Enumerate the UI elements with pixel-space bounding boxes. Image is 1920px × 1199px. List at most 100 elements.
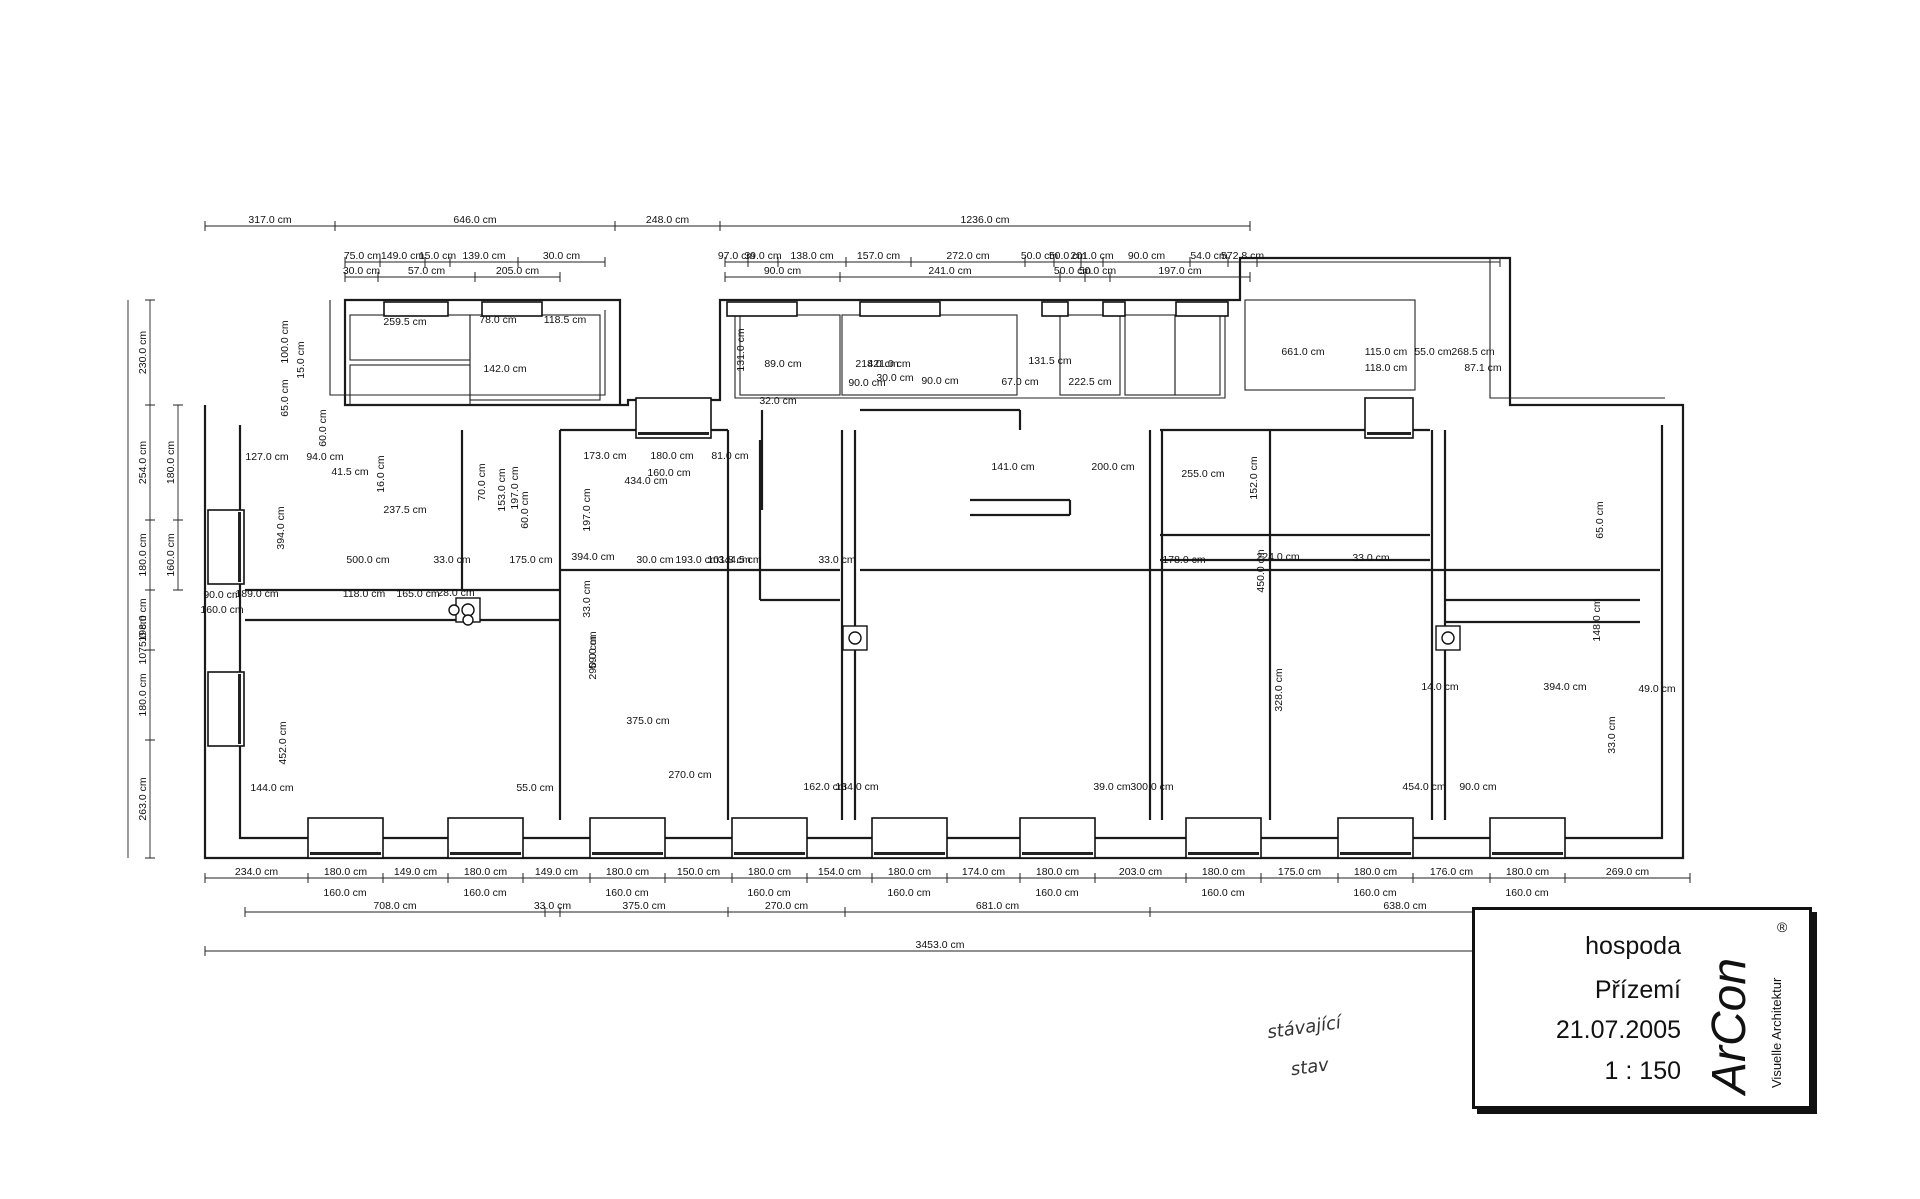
interior-dimension-label: 175.0 cm: [509, 554, 552, 566]
dim-bottom-row1-label: 180.0 cm: [464, 866, 507, 878]
interior-dimension-label: 160.0 cm: [647, 467, 690, 479]
dim-bottom-row2-label: 160.0 cm: [1201, 887, 1244, 899]
dim-bottom-row1-label: 174.0 cm: [962, 866, 1005, 878]
window-sill: [1340, 852, 1411, 855]
window-sill: [638, 432, 709, 435]
project-name: hospoda: [1585, 932, 1681, 960]
dim-left-outer-label: 254.0 cm: [137, 441, 149, 484]
interior-dimension-label: 81.0 cm: [711, 450, 749, 462]
interior-dimension-label: 89.0 cm: [764, 358, 802, 370]
dim-top-row2-right-label: 157.0 cm: [857, 250, 900, 262]
interior-dimension-label: 59.0 cm: [587, 631, 599, 669]
interior-dimension-label: 30.0 cm: [636, 554, 674, 566]
dim-bottom-row1-label: 180.0 cm: [606, 866, 649, 878]
interior-dimension-label: 434.0 cm: [624, 475, 667, 487]
dim-top-row2-right-label: 97.0 cm: [718, 250, 756, 262]
interior-dimension-label: 268.5 cm: [1451, 346, 1494, 358]
window: [1041, 301, 1069, 317]
dim-left-outer-label: 180.0 cm: [137, 533, 149, 576]
dim-top-overall-label: 646.0 cm: [453, 214, 496, 226]
arcon-logo: ArCon Visuelle Architektur ®: [1703, 919, 1788, 1096]
interior-dimension-label: 141.0 cm: [991, 461, 1034, 473]
dim-bottom-row2-label: 160.0 cm: [323, 887, 366, 899]
interior-dimension-label: 33.0 cm: [581, 580, 593, 618]
small-room: [1244, 299, 1416, 391]
small-room: [739, 314, 841, 396]
dim-top-row3-left-label: 30.0 cm: [343, 265, 381, 277]
dim-top-row2-left-label: 139.0 cm: [462, 250, 505, 262]
interior-dimension-label: 153.0 cm: [496, 468, 508, 511]
window: [447, 817, 524, 859]
window: [1337, 817, 1414, 859]
window-sill: [1367, 432, 1411, 435]
interior-dimension-label: 142.0 cm: [483, 363, 526, 375]
interior-dimension-label: 60.0 cm: [519, 491, 531, 529]
dim-top-row2-right-label: 54.0 cm: [1190, 250, 1228, 262]
dim-bottom-row1-label: 149.0 cm: [535, 866, 578, 878]
column-core: [461, 603, 475, 617]
dim-top-row3-right-label: 241.0 cm: [928, 265, 971, 277]
dim-bottom-row3-label: 681.0 cm: [976, 900, 1019, 912]
window: [1489, 817, 1566, 859]
title-block: hospoda Přízemí 21.07.2005 1 : 150 ArCon…: [1472, 907, 1812, 1109]
handwritten-note: stávající stav: [1265, 1003, 1349, 1093]
interior-dimension-label: 16.0 cm: [375, 455, 387, 493]
window-sill: [592, 852, 663, 855]
window-sill: [450, 852, 521, 855]
dim-top-overall-label: 317.0 cm: [248, 214, 291, 226]
dim-bottom-row1-label: 180.0 cm: [748, 866, 791, 878]
interior-dimension-label: 131.5 cm: [1028, 355, 1071, 367]
interior-dimension-label: 144.0 cm: [250, 782, 293, 794]
interior-dimension-label: 200.0 cm: [1091, 461, 1134, 473]
window-sill: [1188, 852, 1259, 855]
dim-bottom-row1-label: 176.0 cm: [1430, 866, 1473, 878]
interior-dimension-label: 394.0 cm: [571, 551, 614, 563]
window: [1175, 301, 1229, 317]
dim-top-row2-right-label: 50.0 cm: [1021, 250, 1059, 262]
interior-dimension-label: 90.0 cm: [921, 375, 959, 387]
dim-top-row2-left-label: 75.0 cm: [344, 250, 382, 262]
window-sill: [734, 852, 805, 855]
dim-top-row3-right-label: 90.0 cm: [764, 265, 802, 277]
interior-dimension-label: 394.0 cm: [275, 506, 287, 549]
interior-dimension-label: 33.0 cm: [433, 554, 471, 566]
dim-bottom-row2-label: 160.0 cm: [887, 887, 930, 899]
window-sill: [1492, 852, 1563, 855]
dim-top-row2-right-label: 272.0 cm: [946, 250, 989, 262]
interior-dimension-label: 394.0 cm: [1543, 681, 1586, 693]
interior-dimension-label: 328.0 cm: [1273, 668, 1285, 711]
interior-dimension-label: 33.0 cm: [1606, 716, 1618, 754]
dim-top-row2-right-label: 201.0 cm: [1070, 250, 1113, 262]
interior-dimension-label: 101.8 cm: [707, 554, 750, 566]
dim-bottom-row1-label: 149.0 cm: [394, 866, 437, 878]
window-sill: [238, 674, 241, 744]
interior-dimension-label: 32.0 cm: [759, 395, 797, 407]
interior-dimension-label: 131.0 cm: [735, 328, 747, 371]
interior-dimension-label: 39.0 cm: [1093, 781, 1131, 793]
dim-bottom-row3-label: 375.0 cm: [622, 900, 665, 912]
interior-dimension-label: 218.0 cm: [855, 358, 898, 370]
interior-dimension-label: 55.0 cm: [1414, 346, 1452, 358]
interior-dimension-label: 118.5 cm: [544, 314, 587, 326]
interior-dimension-label: 55.0 cm: [516, 782, 554, 794]
dim-left-inner-label: 160.0 cm: [200, 604, 243, 616]
dim-bottom-row2-label: 160.0 cm: [605, 887, 648, 899]
dim-top-row2-left-label: 30.0 cm: [543, 250, 581, 262]
dim-bottom-row2-label: 160.0 cm: [463, 887, 506, 899]
interior-dimension-label: 270.0 cm: [668, 769, 711, 781]
walls: [203, 256, 1685, 860]
dim-top-row2-right-label: 138.0 cm: [790, 250, 833, 262]
dim-top-row3-right-label: 197.0 cm: [1158, 265, 1201, 277]
interior-dimension-label: 180.0 cm: [650, 450, 693, 462]
dim-bottom-row1-label: 269.0 cm: [1606, 866, 1649, 878]
interior-dimension-label: 452.0 cm: [277, 721, 289, 764]
interior-dimension-label: 661.0 cm: [1281, 346, 1324, 358]
interior-dimension-label: 450.0 cm: [1255, 549, 1267, 592]
interior-dimension-label: 173.0 cm: [583, 450, 626, 462]
svg-text:Visuelle Architektur: Visuelle Architektur: [1769, 977, 1784, 1088]
window-sill: [238, 512, 241, 582]
interior-dimension-label: 60.0 cm: [317, 409, 329, 447]
dim-bottom-row3-label: 270.0 cm: [765, 900, 808, 912]
